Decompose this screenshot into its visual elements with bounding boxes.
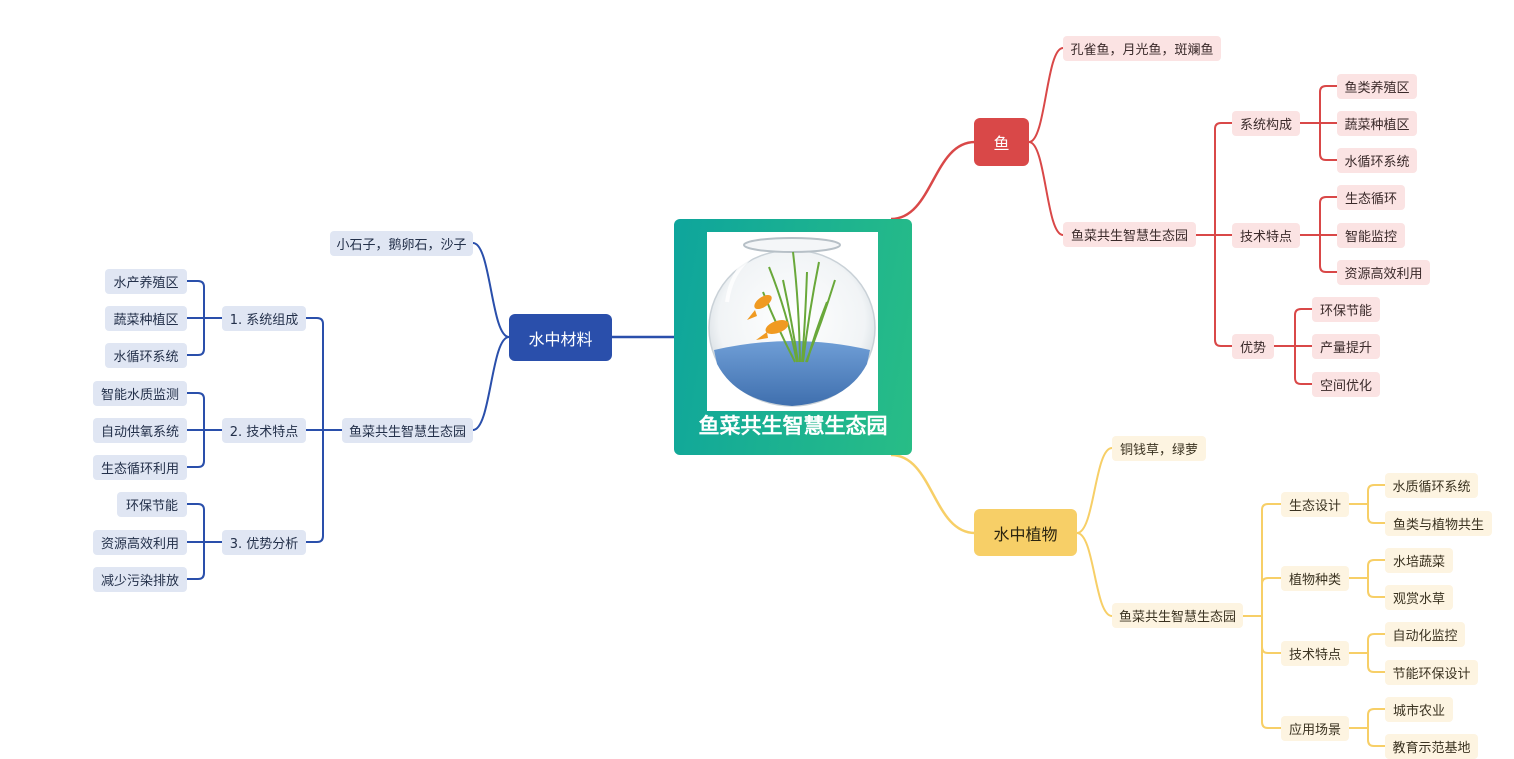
plants-species-node[interactable]: 铜钱草，绿萝 xyxy=(1112,436,1206,461)
plants-group-1[interactable]: 植物种类 xyxy=(1281,566,1349,591)
connector-line xyxy=(890,140,976,221)
materials-leaf-1-1[interactable]: 自动供氧系统 xyxy=(93,418,187,443)
connector-line xyxy=(1076,447,1113,534)
connector-line xyxy=(472,336,510,431)
materials-leaf-0-2[interactable]: 水循环系统 xyxy=(105,343,187,368)
fish-leaf-0-0[interactable]: 鱼类养殖区 xyxy=(1337,74,1417,99)
fish-leaf-0-2[interactable]: 水循环系统 xyxy=(1337,148,1417,173)
plants-group-2[interactable]: 技术特点 xyxy=(1281,641,1349,666)
plants-leaf-3-0[interactable]: 城市农业 xyxy=(1385,697,1453,722)
fish-group-0[interactable]: 系统构成 xyxy=(1232,111,1300,136)
bracket-connector xyxy=(1300,85,1337,161)
bracket-connector xyxy=(1349,633,1385,673)
materials-group-0[interactable]: 1. 系统组成 xyxy=(222,306,306,331)
plants-group-0[interactable]: 生态设计 xyxy=(1281,492,1349,517)
fish-leaf-2-1[interactable]: 产量提升 xyxy=(1312,334,1380,359)
fish-leaf-2-0[interactable]: 环保节能 xyxy=(1312,297,1380,322)
bracket-connector xyxy=(1349,559,1385,598)
branch-plants[interactable]: 水中植物 xyxy=(974,509,1077,556)
plants-leaf-0-0[interactable]: 水质循环系统 xyxy=(1385,473,1478,498)
branch-fish[interactable]: 鱼 xyxy=(974,118,1029,166)
bracket-connector xyxy=(1349,708,1385,747)
plants-leaf-1-1[interactable]: 观赏水草 xyxy=(1385,585,1453,610)
plants-leaf-2-1[interactable]: 节能环保设计 xyxy=(1385,660,1478,685)
connector-line xyxy=(1076,532,1113,617)
fish-leaf-1-1[interactable]: 智能监控 xyxy=(1337,223,1405,248)
plants-leaf-3-1[interactable]: 教育示范基地 xyxy=(1385,734,1478,759)
materials-group-2[interactable]: 3. 优势分析 xyxy=(222,530,306,555)
materials-leaf-2-1[interactable]: 资源高效利用 xyxy=(93,530,187,555)
bracket-connector xyxy=(1274,308,1312,385)
fish-leaf-2-2[interactable]: 空间优化 xyxy=(1312,372,1380,397)
bracket-connector xyxy=(1300,196,1337,273)
bracket-connector xyxy=(187,503,222,580)
bracket-connector xyxy=(1349,484,1385,524)
materials-leaf-2-0[interactable]: 环保节能 xyxy=(117,492,187,517)
fish-leaf-1-2[interactable]: 资源高效利用 xyxy=(1337,260,1430,285)
central-topic-title: 鱼菜共生智慧生态园 xyxy=(698,414,888,438)
fish-group-2[interactable]: 优势 xyxy=(1232,334,1274,359)
bracket-connector xyxy=(1243,503,1281,729)
plants-ecopark-node[interactable]: 鱼菜共生智慧生态园 xyxy=(1112,603,1243,628)
connector-line xyxy=(1028,47,1064,143)
fish-species-node[interactable]: 孔雀鱼，月光鱼，斑斓鱼 xyxy=(1063,36,1221,61)
goldfish-bowl-image xyxy=(707,232,878,411)
materials-leaf-1-0[interactable]: 智能水质监测 xyxy=(93,381,187,406)
materials-items-node[interactable]: 小石子，鹅卵石，沙子 xyxy=(330,231,473,256)
connector-line xyxy=(890,453,976,535)
branch-materials[interactable]: 水中材料 xyxy=(509,314,612,361)
fish-ecopark-node[interactable]: 鱼菜共生智慧生态园 xyxy=(1063,222,1196,247)
connector-line xyxy=(1028,141,1064,236)
plants-leaf-2-0[interactable]: 自动化监控 xyxy=(1385,622,1465,647)
materials-leaf-2-2[interactable]: 减少污染排放 xyxy=(93,567,187,592)
bracket-connector xyxy=(187,392,222,468)
bracket-connector xyxy=(1196,122,1232,347)
fish-leaf-0-1[interactable]: 蔬菜种植区 xyxy=(1337,111,1417,136)
materials-leaf-1-2[interactable]: 生态循环利用 xyxy=(93,455,187,480)
connector-line xyxy=(472,242,510,338)
bracket-connector xyxy=(187,280,222,356)
fish-leaf-1-0[interactable]: 生态循环 xyxy=(1337,185,1405,210)
materials-leaf-0-0[interactable]: 水产养殖区 xyxy=(105,269,187,294)
materials-leaf-0-1[interactable]: 蔬菜种植区 xyxy=(105,306,187,331)
fish-group-1[interactable]: 技术特点 xyxy=(1232,223,1300,248)
bracket-connector xyxy=(306,317,342,543)
plants-group-3[interactable]: 应用场景 xyxy=(1281,716,1349,741)
materials-group-1[interactable]: 2. 技术特点 xyxy=(222,418,306,443)
plants-leaf-0-1[interactable]: 鱼类与植物共生 xyxy=(1385,511,1492,536)
plants-leaf-1-0[interactable]: 水培蔬菜 xyxy=(1385,548,1453,573)
central-topic[interactable]: 鱼菜共生智慧生态园 xyxy=(674,219,912,455)
materials-ecopark-node[interactable]: 鱼菜共生智慧生态园 xyxy=(342,418,473,443)
